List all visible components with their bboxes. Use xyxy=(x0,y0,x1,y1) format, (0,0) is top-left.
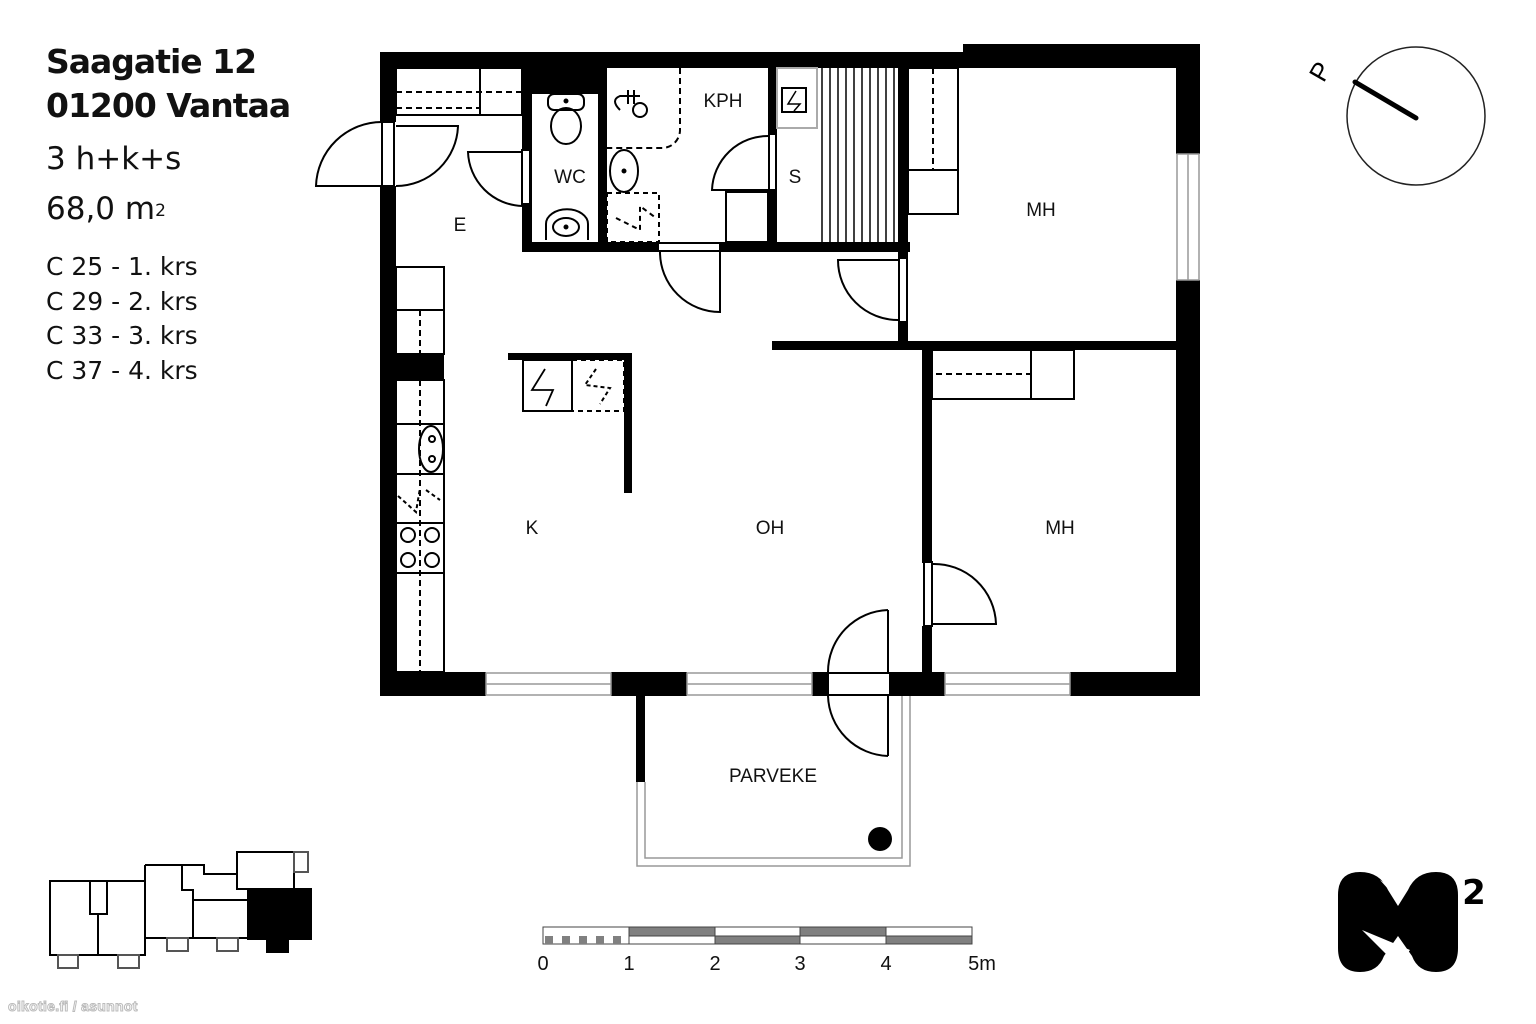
room-label-kitchen: K xyxy=(526,518,539,539)
watermark: oikotie.fi / asunnot xyxy=(8,998,138,1015)
bedroom-1-door xyxy=(836,257,908,323)
unit-item: C 29 - 2. krs xyxy=(46,286,198,316)
balcony-railing xyxy=(636,696,911,867)
wc-door xyxy=(466,149,531,207)
address-line-2: 01200 Vantaa xyxy=(46,86,291,125)
wc-fixtures xyxy=(545,93,589,240)
unit-item: C 37 - 4. krs xyxy=(46,355,198,385)
north-label: P xyxy=(1303,56,1338,86)
room-label-balcony: PARVEKE xyxy=(729,766,817,787)
front-door xyxy=(314,121,460,187)
bedroom-2-door xyxy=(923,561,998,627)
scale-bar: 0 1 2 3 4 5m xyxy=(537,926,996,975)
room-label-entry: E xyxy=(454,215,467,236)
room-label-bedroom-1: MH xyxy=(1026,200,1056,221)
room-label-bathroom: KPH xyxy=(703,91,742,112)
kitchen-counter xyxy=(395,379,445,673)
entry-closet xyxy=(395,67,523,116)
north-arrow-icon: P xyxy=(1303,46,1486,186)
room-type: 3 h+k+s xyxy=(46,141,182,177)
apartment-info: Saagatie 12 01200 Vantaa 3 h+k+s 68,0 m2… xyxy=(46,40,291,388)
drain-icon xyxy=(868,827,892,851)
scale-label: 5m xyxy=(968,953,996,975)
scale-label: 2 xyxy=(709,953,720,975)
sauna-fixtures xyxy=(776,67,895,242)
building-key-plan xyxy=(49,851,312,969)
m2-logo: 2 xyxy=(1338,872,1486,972)
address-line-1: Saagatie 12 xyxy=(46,42,257,81)
scale-label: 0 xyxy=(537,953,548,975)
bathroom-fixtures xyxy=(606,68,769,243)
room-label-living: OH xyxy=(756,518,785,539)
scale-label: 4 xyxy=(880,953,891,975)
apartment-area: 68,0 m2 xyxy=(46,190,290,228)
room-label-wc: WC xyxy=(554,167,586,188)
bedroom-2-wardrobe xyxy=(931,349,1075,400)
room-label-sauna: S xyxy=(789,167,802,188)
room-label-bedroom-2: MH xyxy=(1045,518,1075,539)
walls xyxy=(380,44,1200,782)
bathroom-door xyxy=(657,242,721,314)
fridge-niche xyxy=(522,359,625,412)
hall-storage xyxy=(395,266,445,355)
sauna-door xyxy=(710,133,777,191)
scale-label: 3 xyxy=(794,953,805,975)
scale-label: 1 xyxy=(623,953,634,975)
bedroom-1-wardrobe xyxy=(907,67,959,215)
unit-item: C 25 - 1. krs xyxy=(46,252,198,281)
balcony-door xyxy=(827,609,891,757)
area-value: 68,0 m xyxy=(46,191,156,227)
unit-item: C 33 - 3. krs xyxy=(46,321,198,350)
windows xyxy=(485,153,1200,696)
unit-list: C 25 - 1. krs C 29 - 2. krs C 33 - 3. kr… xyxy=(46,250,290,388)
logo-superscript: 2 xyxy=(1462,873,1486,913)
area-unit-sup: 2 xyxy=(155,201,166,221)
